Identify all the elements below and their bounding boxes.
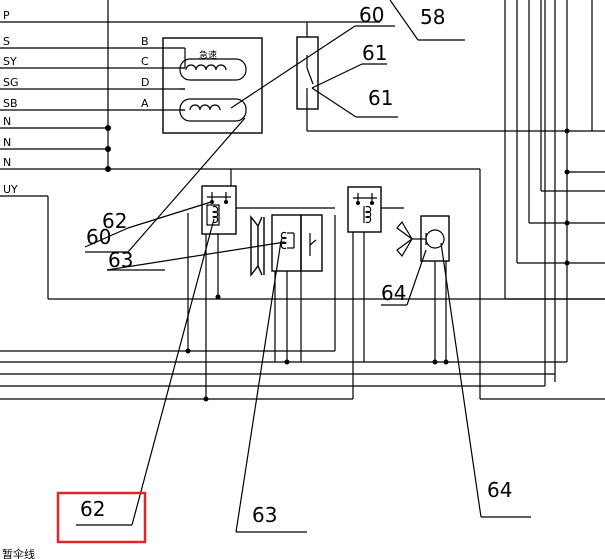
corner-text: 暂伞线: [2, 547, 35, 559]
left-bus-wires: [0, 0, 480, 197]
left-labels: P S SY SG SB N N N UY: [3, 9, 19, 196]
coil-caption: 急速: [199, 49, 217, 61]
label-n-1: N: [3, 115, 11, 128]
callout-62-mid: 62: [102, 209, 127, 233]
relay-63-block: [250, 214, 323, 365]
callout-64-fan: 64: [381, 281, 406, 305]
label-uy: UY: [3, 183, 18, 196]
relay-62-block: [185, 185, 237, 402]
relay-fan-block: [334, 186, 382, 399]
speed-coil-block: B C D A 急速: [141, 35, 263, 134]
label-n-3: N: [3, 156, 11, 169]
junction-dots-left: [105, 125, 111, 172]
right-bus-wires: [504, 0, 605, 382]
terminal-b: B: [141, 35, 149, 48]
callout-58: 58: [420, 5, 445, 29]
callout-60-top: 60: [359, 3, 384, 27]
callout-63-bottom: 63: [252, 503, 277, 527]
terminal-a: A: [141, 97, 149, 110]
callout-61-right: 61: [368, 86, 393, 110]
callout-61-top: 61: [362, 41, 387, 65]
callout-63-mid: 63: [108, 248, 133, 272]
label-sg: SG: [3, 76, 19, 89]
callout-labels: 58 60 61 61 62 60 63 64 62 63 64: [80, 3, 512, 527]
callout-64-bottom: 64: [487, 478, 512, 502]
callout-62-bottom: 62: [80, 497, 105, 521]
label-sb: SB: [3, 97, 18, 110]
label-s: S: [3, 35, 10, 48]
switch-block: [296, 22, 605, 132]
label-p: P: [3, 9, 10, 22]
terminal-d: D: [141, 76, 149, 89]
callout-leaders: [76, 0, 531, 533]
callout-60-mid: 60: [86, 225, 111, 249]
label-sy: SY: [3, 55, 17, 68]
terminal-c: C: [141, 55, 149, 68]
label-n-2: N: [3, 136, 11, 149]
highlight-box: [56, 491, 147, 544]
lower-bus-wires: [0, 0, 605, 400]
